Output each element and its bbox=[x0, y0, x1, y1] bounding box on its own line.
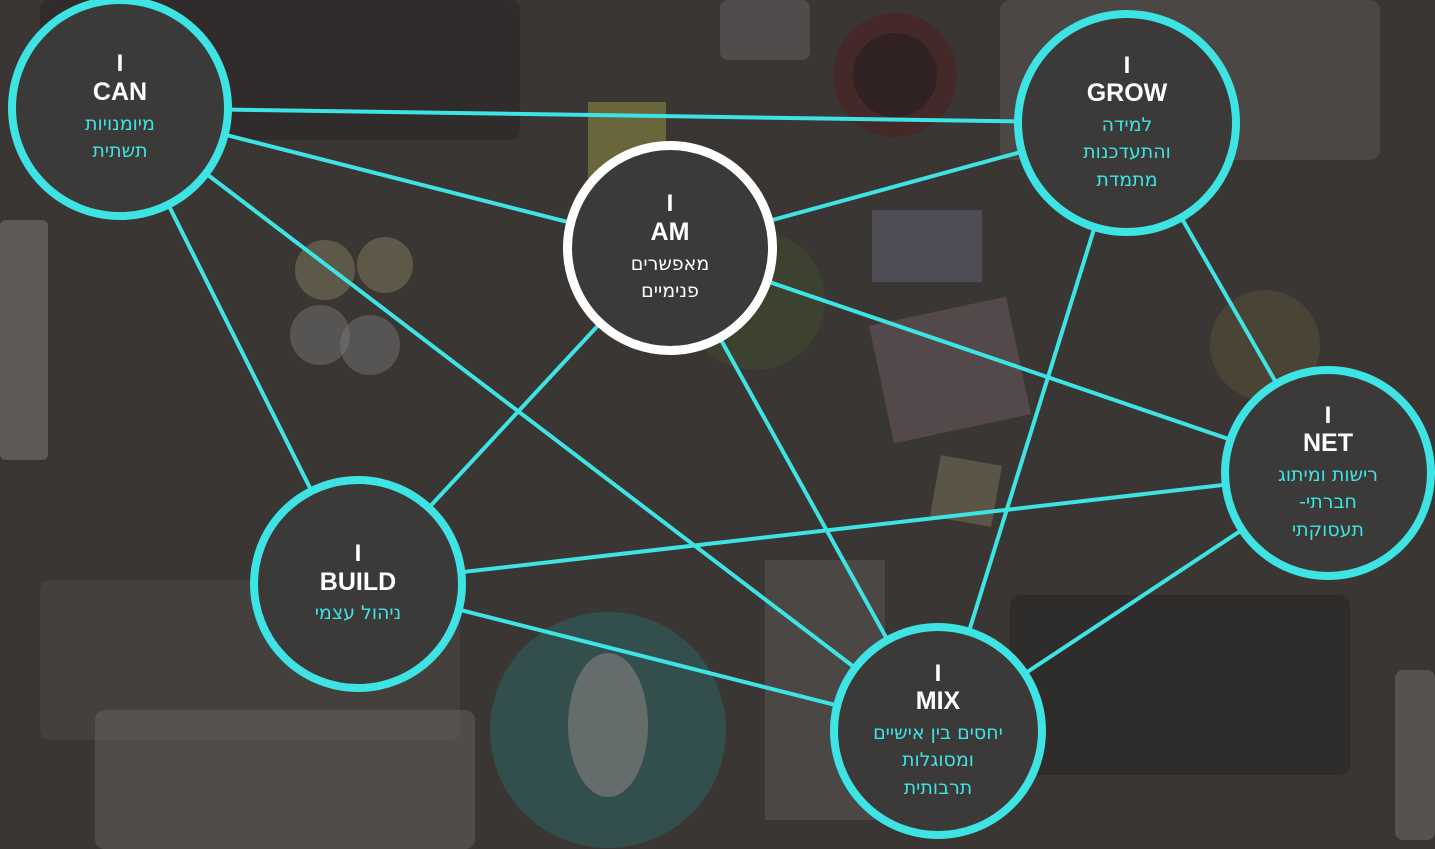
link-can-grow bbox=[119, 106, 1128, 125]
node-i-build: I BUILD ניהול עצמי bbox=[250, 476, 466, 692]
monitor-edge-shape bbox=[0, 220, 48, 460]
node-i-net-desc: רישות ומיתוג חברתי- תעסוקתי bbox=[1278, 463, 1378, 541]
node-i-mix-desc: יחסים בין אישיים ומסוגלות תרבותית bbox=[873, 721, 1003, 799]
node-i-net-pre: I bbox=[1324, 401, 1332, 429]
node-i-grow-word: GROW bbox=[1086, 79, 1168, 108]
node-i-can-word: CAN bbox=[92, 77, 148, 106]
node-i-build-pre: I bbox=[354, 540, 362, 568]
link-net-build bbox=[357, 471, 1329, 586]
node-i-build-desc: ניהול עצמי bbox=[314, 602, 402, 625]
node-i-net: I NET רישות ומיתוג חברתי- תעסוקתי bbox=[1221, 366, 1435, 580]
node-i-grow: I GROW למידה והתעדכנות מתמדת bbox=[1014, 10, 1240, 236]
phone-shape bbox=[720, 0, 810, 60]
node-i-net-word: NET bbox=[1303, 429, 1353, 458]
node-i-can-desc: מיומנויות תשתית bbox=[85, 112, 155, 163]
node-i-mix-word: MIX bbox=[915, 687, 961, 716]
node-i-grow-desc: למידה והתעדכנות מתמדת bbox=[1083, 113, 1171, 191]
keyboard-right-shape bbox=[1010, 595, 1350, 775]
node-i-build-word: BUILD bbox=[319, 567, 397, 596]
node-i-can: I CAN מיומנויות תשתית bbox=[8, 0, 232, 220]
link-am-net bbox=[669, 246, 1329, 475]
notepad-shape bbox=[869, 296, 1031, 444]
node-i-am-pre: I bbox=[666, 190, 674, 218]
node-i-am-word: AM bbox=[650, 217, 690, 246]
node-i-mix-pre: I bbox=[934, 659, 942, 687]
node-i-am-desc: מאפשרים פנימיים bbox=[630, 252, 710, 303]
link-can-mix bbox=[118, 106, 940, 733]
keyboard-bottom-shape bbox=[95, 710, 475, 849]
node-i-grow-pre: I bbox=[1123, 51, 1131, 79]
node-i-can-pre: I bbox=[116, 50, 124, 78]
node-i-mix: I MIX יחסים בין אישיים ומסוגלות תרבותית bbox=[830, 623, 1046, 839]
sticky-flags-shape bbox=[872, 210, 982, 282]
mouse-shape bbox=[568, 653, 648, 797]
node-i-am: I AM מאפשרים פנימיים bbox=[563, 141, 777, 355]
